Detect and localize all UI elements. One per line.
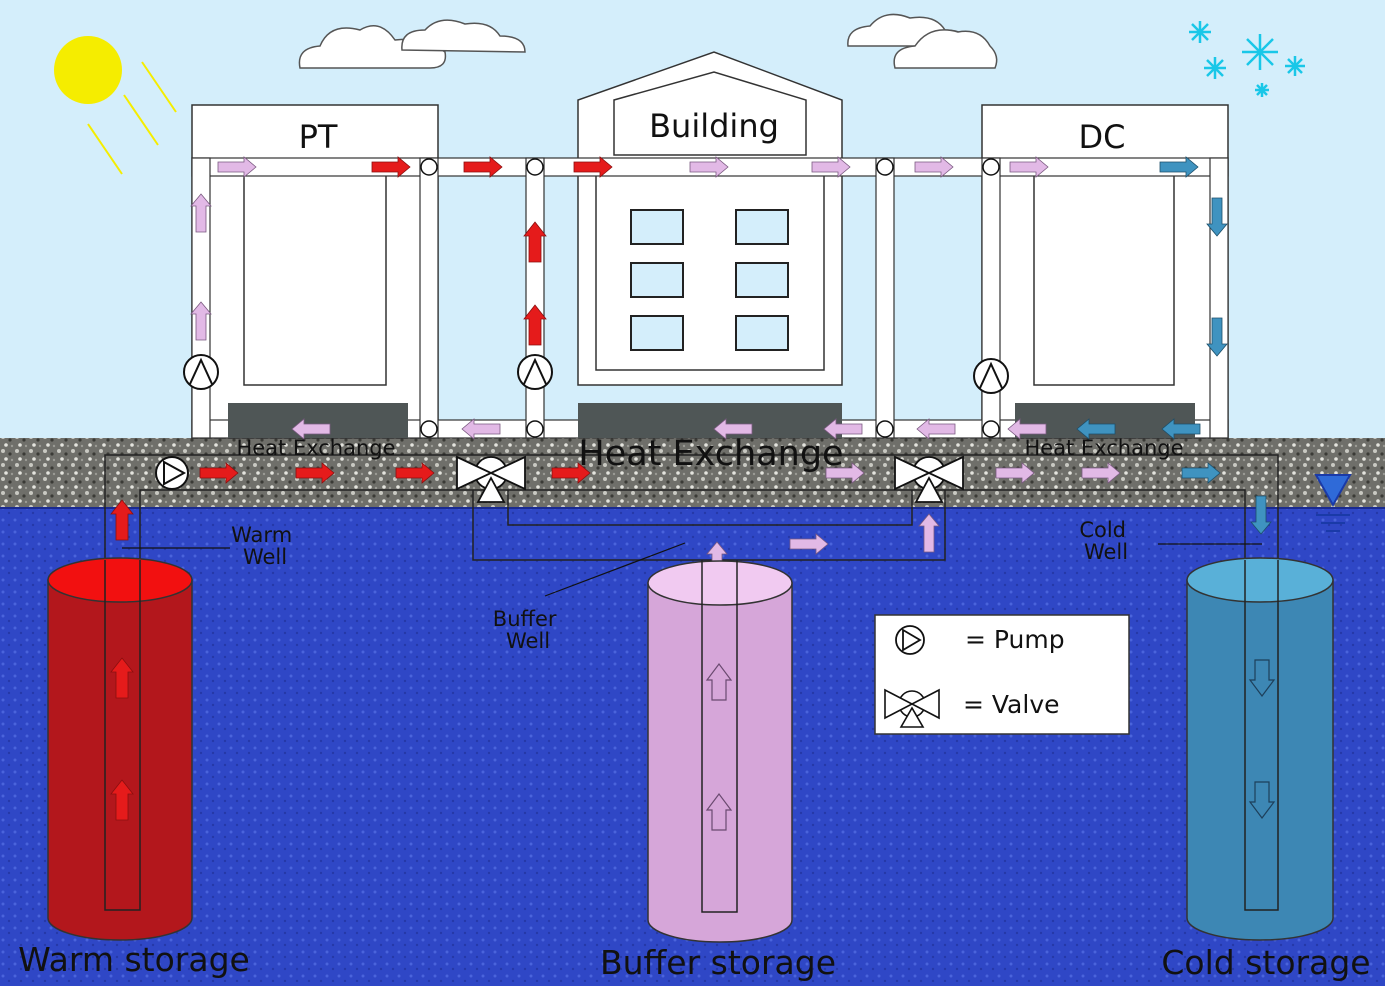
well-pipes bbox=[104, 560, 1279, 913]
pump-icon bbox=[155, 456, 189, 490]
flow-arrows-cold bbox=[1076, 156, 1272, 535]
dc-label: DC bbox=[1079, 118, 1126, 156]
warm-well-label: Warm Well bbox=[231, 523, 299, 569]
buffer-storage-tank bbox=[647, 560, 793, 943]
buffer-well-leader bbox=[544, 542, 686, 597]
pump-icon bbox=[183, 354, 1009, 394]
valve-icon bbox=[884, 688, 940, 728]
window bbox=[735, 315, 789, 351]
heat-exchanger bbox=[578, 403, 842, 438]
window bbox=[630, 209, 684, 245]
cloud-icon bbox=[847, 13, 998, 69]
window bbox=[630, 262, 684, 298]
water-level-icon bbox=[1314, 474, 1352, 532]
window bbox=[630, 315, 684, 351]
flow-arrows-cold-well bbox=[1248, 659, 1276, 819]
heat-exchange-label-center: Heat Exchange bbox=[578, 434, 843, 474]
legend-valve-label: = Valve bbox=[963, 690, 1060, 719]
valve-icon bbox=[456, 455, 964, 503]
building: Building bbox=[577, 51, 843, 386]
warm-storage-tank bbox=[47, 557, 193, 941]
valve-icon bbox=[420, 158, 1000, 438]
flow-arrows-buffer-well bbox=[705, 663, 733, 831]
cloud-icon bbox=[298, 19, 526, 69]
heat-exchange-label-right: Heat Exchange bbox=[1024, 436, 1183, 460]
flow-arrows-warm bbox=[110, 156, 613, 821]
flow-arrows-warm-well bbox=[110, 657, 134, 821]
sun-icon bbox=[54, 36, 177, 175]
cold-well-label: Cold Well bbox=[1079, 518, 1132, 564]
cold-storage-tank bbox=[1186, 557, 1334, 941]
window bbox=[735, 262, 789, 298]
heat-exchange-label-left: Heat Exchange bbox=[236, 436, 395, 460]
legend-pump-label: = Pump bbox=[965, 625, 1065, 654]
snowflake-icon bbox=[1189, 21, 1305, 97]
buffer-well-label: Buffer Well bbox=[493, 607, 563, 653]
legend: = Pump = Valve bbox=[874, 614, 1130, 735]
buffer-storage-label: Buffer storage bbox=[600, 943, 836, 982]
pt-label: PT bbox=[299, 118, 338, 156]
dc-unit: DC bbox=[981, 104, 1229, 439]
cold-storage-label: Cold storage bbox=[1161, 943, 1370, 982]
building-label: Building bbox=[649, 107, 779, 145]
pt-unit: PT bbox=[191, 104, 439, 439]
warm-storage-label: Warm storage bbox=[18, 940, 250, 979]
window bbox=[735, 209, 789, 245]
pump-icon bbox=[895, 625, 925, 655]
